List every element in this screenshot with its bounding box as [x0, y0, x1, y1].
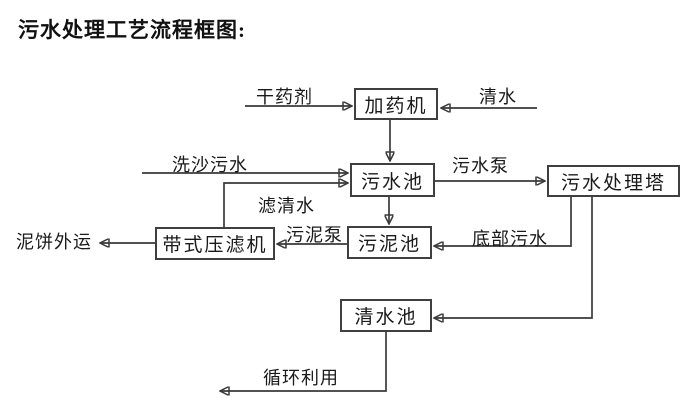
node-belt-filter-press-label: 带式压滤机: [162, 235, 268, 256]
node-belt-filter-press: 带式压滤机: [155, 227, 275, 260]
flow-label-filtered-water: 滤清水: [258, 196, 315, 216]
node-sewage-pool: 污水池: [350, 163, 435, 197]
flow-label-dry-agent: 干药剂: [256, 87, 313, 107]
node-dosing-machine: 加药机: [354, 88, 438, 120]
node-clean-water-pool-label: 清水池: [354, 307, 418, 328]
node-dosing-machine-label: 加药机: [364, 95, 428, 117]
flow-label-bottom-sewage: 底部污水: [472, 229, 548, 249]
flow-label-clean-water: 清水: [479, 87, 517, 107]
flow-label-sand-washing-sewage: 洗沙污水: [172, 155, 248, 175]
flow-label-sewage-pump: 污水泵: [452, 156, 509, 176]
flow-label-sludge-pump: 污泥泵: [286, 225, 343, 245]
edge-tower-to-cleanpool: [434, 197, 593, 318]
edge-bottom-sewage-arrow: [434, 197, 572, 246]
flow-label-recycle-use: 循环利用: [263, 368, 339, 388]
node-sludge-pool-label: 污泥池: [357, 234, 421, 255]
flow-label-mud-cake-transport: 泥饼外运: [16, 232, 92, 252]
node-treatment-tower: 污水处理塔: [547, 165, 680, 197]
edge-recycle-arrow: [220, 332, 387, 391]
page-title: 污水处理工艺流程框图:: [18, 18, 246, 42]
edge-filtered-water-arrow: [223, 183, 348, 227]
node-sludge-pool: 污泥池: [347, 226, 432, 259]
node-clean-water-pool: 清水池: [340, 299, 432, 332]
node-sewage-pool-label: 污水池: [360, 171, 424, 193]
node-treatment-tower-label: 污水处理塔: [560, 172, 666, 194]
